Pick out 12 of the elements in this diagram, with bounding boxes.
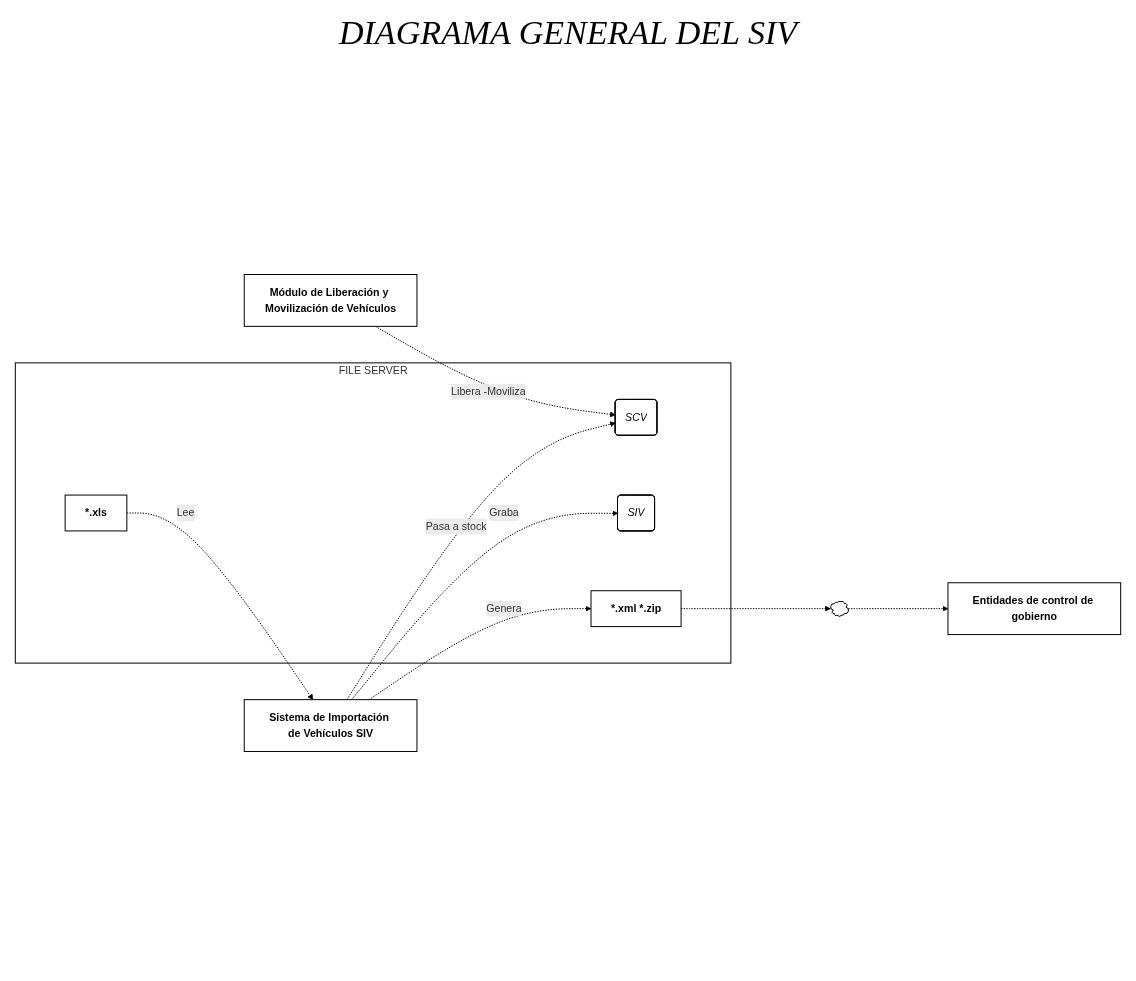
node-box: *.xls	[64, 494, 128, 532]
edge-label: Genera	[486, 602, 522, 614]
diagram-title: DIAGRAMA GENERAL DEL SIV	[0, 14, 1136, 52]
node-box: Entidades de control de gobierno	[947, 582, 1122, 636]
node-cloud	[830, 600, 849, 617]
edge-label: Graba	[489, 507, 519, 519]
node-box: *.xml *.zip	[590, 590, 682, 628]
node-box: Módulo de Liberación y Movilización de Vehículos	[243, 274, 418, 327]
edge-label: Libera -Moviliza	[451, 385, 526, 397]
edge-label: Lee	[176, 507, 195, 519]
edge-label: Pasa a stock	[425, 520, 487, 532]
node-box: Sistema de Importación de Vehículos SIV	[243, 699, 418, 752]
